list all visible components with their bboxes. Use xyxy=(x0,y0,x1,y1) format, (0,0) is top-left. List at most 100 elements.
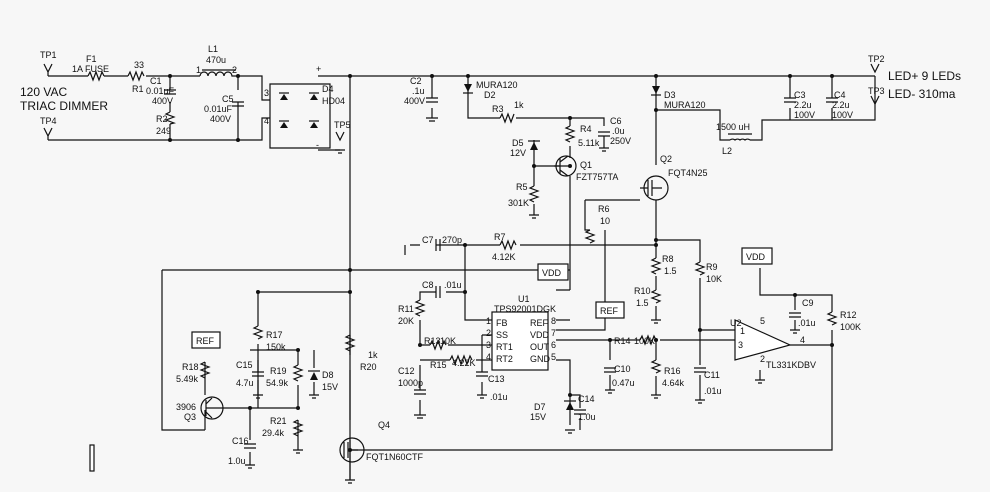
label-pin-ss: SS xyxy=(496,330,508,340)
label-c5: C5 xyxy=(222,94,234,104)
label-r17-val: 150k xyxy=(266,342,286,352)
label-r11-val: 20K xyxy=(398,316,414,326)
label-pin2: 2 xyxy=(232,65,237,75)
r12-resistor xyxy=(826,311,838,326)
label-c15: C15 xyxy=(236,360,253,370)
label-r8-val: 1.5 xyxy=(664,266,677,276)
label-vac: 120 VAC xyxy=(20,85,67,99)
label-pin4: 4 xyxy=(264,116,269,126)
d3-diode xyxy=(652,86,660,94)
u2-comparator xyxy=(734,319,792,361)
u1-ic xyxy=(491,311,549,371)
label-r15: R15 xyxy=(430,360,447,370)
label-tp3: TP3 xyxy=(868,86,885,96)
label-l1: L1 xyxy=(208,44,218,54)
label-r21: R21 xyxy=(270,416,287,426)
d7-zener xyxy=(566,402,574,410)
label-c8-val: .01u xyxy=(444,280,462,290)
label-u2-p4: 4 xyxy=(800,335,805,345)
q3-transistor xyxy=(200,396,224,420)
label-ref-1: REF xyxy=(600,306,619,316)
vdd-box-1 xyxy=(537,263,569,281)
r6-resistor xyxy=(584,229,596,244)
label-r1-val: 33 xyxy=(134,60,144,70)
label-r4-val: 5.11k xyxy=(578,138,600,148)
label-r18-val: 5.49k xyxy=(176,374,199,384)
label-r2: R2 xyxy=(156,114,168,124)
d5-zener xyxy=(530,142,538,150)
label-r3: R3 xyxy=(492,104,504,114)
label-pin-out: OUT xyxy=(530,342,550,352)
label-u2-p5: 5 xyxy=(760,316,765,326)
label-u2: U2 xyxy=(730,318,742,328)
label-plus: + xyxy=(316,64,321,74)
label-led-plus: LED+ 9 LEDs xyxy=(888,69,961,83)
c12-capacitor xyxy=(414,389,426,395)
label-r6: R6 xyxy=(598,204,610,214)
c4-capacitor xyxy=(826,97,838,103)
label-r9-val: 10K xyxy=(706,274,722,284)
r1-resistor xyxy=(127,70,145,82)
c13-capacitor xyxy=(476,371,488,377)
label-q4-val: FQT1N60CTF xyxy=(366,452,424,462)
diodes xyxy=(279,84,661,410)
label-r15-val: 4.22K xyxy=(452,358,476,368)
label-c16-val: 1.0u xyxy=(228,456,246,466)
grounds xyxy=(245,117,800,484)
label-q3-a: 3906 xyxy=(176,402,196,412)
label-r20-val: 1k xyxy=(368,350,378,360)
label-d4: D4 xyxy=(322,84,334,94)
label-q1: Q1 xyxy=(580,160,592,170)
label-u2-val: TL331KDBV xyxy=(766,360,816,370)
label-c4-val: 2.2u xyxy=(832,100,850,110)
label-u2-p3: 3 xyxy=(738,340,743,350)
r19-resistor xyxy=(292,364,304,382)
c1-capacitor xyxy=(164,89,176,95)
d2-diode xyxy=(464,84,472,92)
label-c13: C13 xyxy=(488,374,505,384)
junction-dots xyxy=(168,74,834,452)
label-f1: F1 xyxy=(86,54,97,64)
label-fuse: 1A FUSE xyxy=(72,64,109,74)
c10-capacitor xyxy=(604,367,616,373)
c8-capacitor xyxy=(435,286,441,298)
label-u1-p1: 1 xyxy=(486,316,491,326)
label-pin-fb: FB xyxy=(496,318,508,328)
label-ref-2: REF xyxy=(196,336,215,346)
border-mark xyxy=(89,444,95,472)
label-u2-p2: 2 xyxy=(760,354,765,364)
label-r4: R4 xyxy=(580,124,592,134)
label-minus: - xyxy=(316,140,319,150)
label-c1-val: 0.01uF xyxy=(146,86,175,96)
r21-resistor xyxy=(292,419,304,437)
label-r8: R8 xyxy=(662,254,674,264)
label-u1-p3: 3 xyxy=(486,340,491,350)
label-r20: R20 xyxy=(360,362,377,372)
label-vdd-1: VDD xyxy=(542,268,562,278)
c11-capacitor xyxy=(694,367,706,373)
label-led-minus: LED- 310ma xyxy=(888,87,956,101)
c5-capacitor xyxy=(232,101,244,107)
r8-resistor xyxy=(650,257,662,275)
label-c7-val: 270p xyxy=(442,235,462,245)
wires xyxy=(48,75,876,480)
label-c14-val: 1.0u xyxy=(578,412,596,422)
c9-capacitor xyxy=(789,312,801,318)
label-d8-val: 15V xyxy=(322,382,338,392)
label-tp4: TP4 xyxy=(40,116,57,126)
label-c2-val: .1u xyxy=(412,86,425,96)
label-r1: R1 xyxy=(132,84,144,94)
label-d5-val: 12V xyxy=(510,148,526,158)
r16-resistor xyxy=(650,359,662,374)
c15-capacitor xyxy=(252,371,264,377)
label-r3-val: 1k xyxy=(514,100,524,110)
label-r10-val: 1.5 xyxy=(636,298,649,308)
r13-resistor xyxy=(429,339,447,351)
vdd-box-2 xyxy=(741,247,773,265)
label-r10: R10 xyxy=(634,286,651,296)
label-c5-val: 0.01uF xyxy=(204,104,233,114)
capacitors xyxy=(164,89,838,449)
label-r18: R18 xyxy=(182,362,199,372)
r20-resistor xyxy=(344,334,356,352)
